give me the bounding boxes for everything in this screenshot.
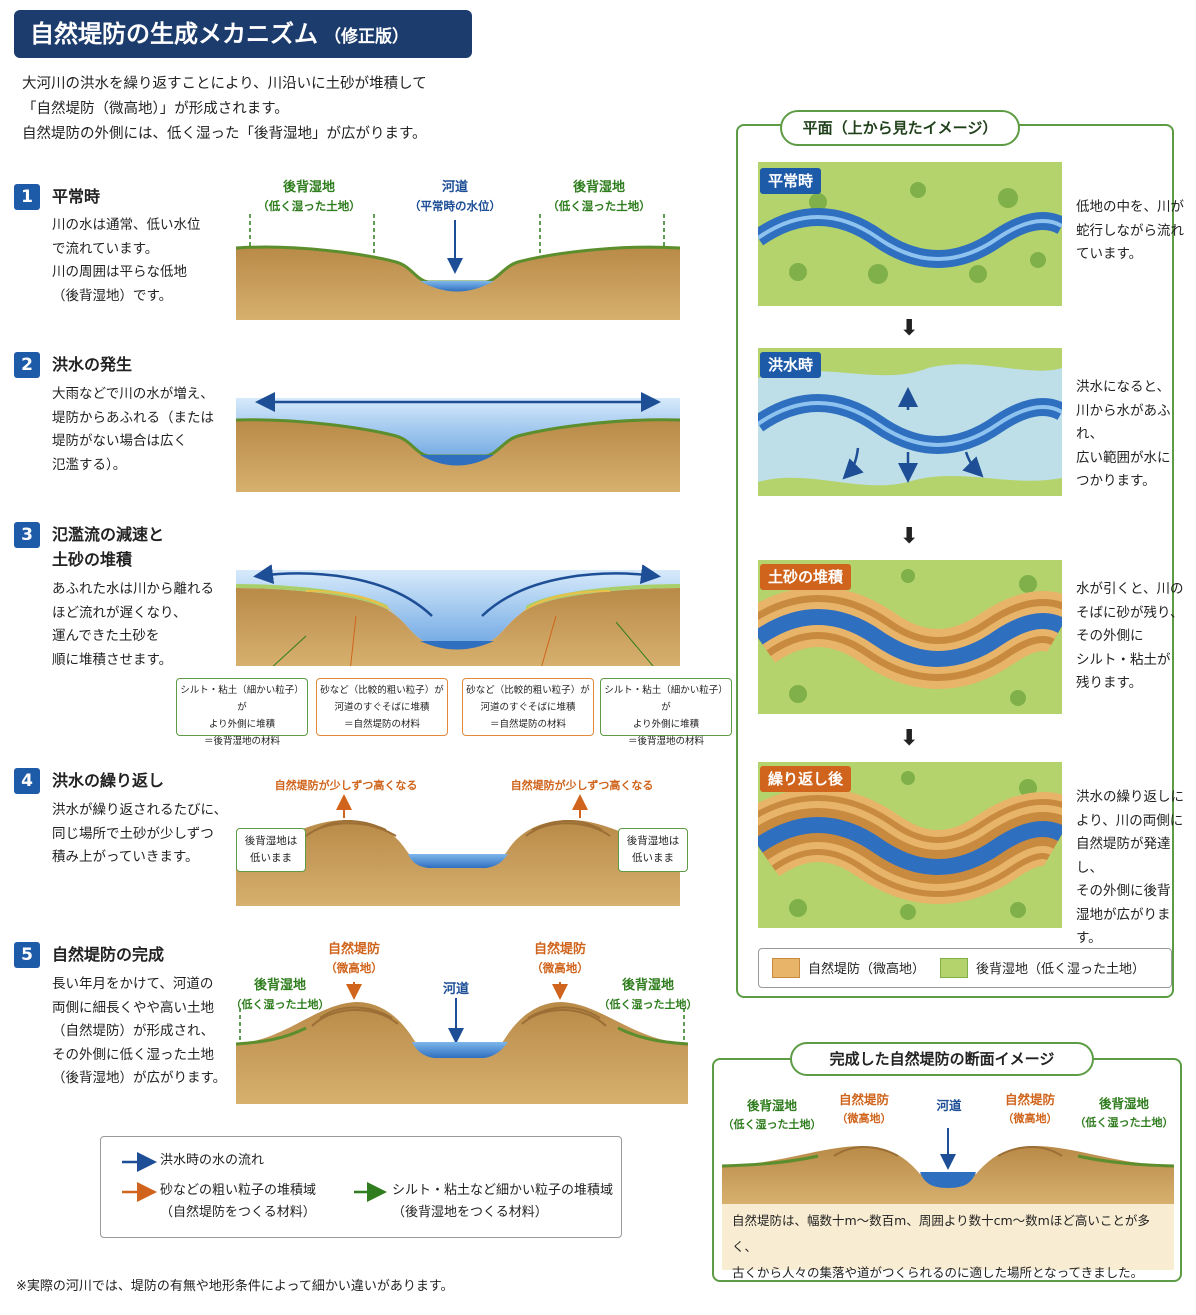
title-suffix: （修正版） xyxy=(324,27,409,47)
step-description: あふれた水は川から離れるほど流れが遅くなり、運んできた土砂を順に堆積させます。 xyxy=(52,581,214,668)
backmarsh-label: 後背湿地（低く湿った土地） xyxy=(598,978,698,1011)
river-label: 河道 xyxy=(936,1098,962,1113)
section-cross-section xyxy=(722,1128,1174,1204)
map-description: 水が引くと、川のそばに砂が残り、その外側にシルト・粘土が残ります。 xyxy=(1076,581,1184,691)
section-title: 完成した自然堤防の断面イメージ xyxy=(790,1042,1094,1076)
deposit-note: 砂など（比較的粗い粒子）が河道のすぐそばに堆積＝自然堤防の材料 xyxy=(462,678,594,736)
section-description: 自然堤防は、幅数十m〜数百m、周囲より数十cm〜数mほど高いことが多く、古くから… xyxy=(722,1204,1174,1280)
plan-view-title: 平面（上から見たイメージ） xyxy=(780,110,1020,146)
levee-rise-label: 自然堤防が少しずつ高くなる xyxy=(274,779,418,792)
intro-line: 大河川の洪水を繰り返すことにより、川沿いに土砂が堆積して xyxy=(22,76,427,92)
down-arrow-icon: ⬇ xyxy=(900,316,919,341)
river-label: 河道（平常時の水位） xyxy=(409,180,501,213)
map-description: 洪水の繰り返しにより、川の両側に自然堤防が発達し、その外側に後背湿地が広がります… xyxy=(1076,789,1184,946)
cross-section-complete xyxy=(236,982,688,1104)
step-number: 2 xyxy=(14,352,40,378)
map-tag: 土砂の堆積 xyxy=(760,564,852,590)
marsh-swatch xyxy=(940,958,968,978)
backmarsh-label: 後背湿地（低く湿った土地） xyxy=(722,1098,822,1131)
deposit-note: シルト・粘土（細かい粒子）がより外側に堆積＝後背湿地の材料 xyxy=(176,678,308,747)
backmarsh-label: 後背湿地（低く湿った土地） xyxy=(1074,1096,1174,1129)
levee-label: 自然堤防（微高地） xyxy=(531,942,589,975)
intro-line: 自然堤防の外側には、低く湿った「後背湿地」が広がります。 xyxy=(22,126,427,142)
down-arrow-icon: ⬇ xyxy=(900,726,919,751)
cross-section-flood xyxy=(236,392,680,492)
levee-swatch xyxy=(772,958,800,978)
backmarsh-label: 後背湿地（低く湿った土地） xyxy=(230,978,330,1011)
backmarsh-label: 後背湿地（低く湿った土地） xyxy=(547,180,651,213)
cross-section-repeat xyxy=(236,794,680,906)
map-description: 低地の中を、川が蛇行しながら流れています。 xyxy=(1076,199,1184,262)
levee-label: 自然堤防（微高地） xyxy=(1002,1092,1058,1125)
step-description: 川の水は通常、低い水位で流れています。川の周囲は平らな低地（後背湿地）です。 xyxy=(52,217,201,304)
map-tag: 平常時 xyxy=(760,168,822,194)
marsh-low-note: 後背湿地は低いまま xyxy=(618,828,688,872)
plan-map-after xyxy=(758,762,1062,928)
step-number: 1 xyxy=(14,184,40,210)
intro-text: 大河川の洪水を繰り返すことにより、川沿いに土砂が堆積して 「自然堤防（微高地）」… xyxy=(22,72,427,147)
step-number: 3 xyxy=(14,522,40,548)
legend xyxy=(100,1136,622,1238)
map-tag: 繰り返し後 xyxy=(760,766,852,792)
step-title: 平常時 xyxy=(52,187,101,206)
step-number: 4 xyxy=(14,768,40,794)
legend-green-label: シルト・粘土など細かい粒子の堆積域（後背湿地をつくる材料） xyxy=(392,1183,614,1220)
plan-map-deposit xyxy=(758,560,1062,714)
step-description: 長い年月をかけて、河道の両側に細長くやや高い土地（自然堤防）が形成され、その外側… xyxy=(52,976,227,1086)
down-arrow-icon: ⬇ xyxy=(900,524,919,549)
legend-blue-label: 洪水時の水の流れ xyxy=(160,1153,265,1168)
step-title: 氾濫流の減速と土砂の堆積 xyxy=(52,525,165,569)
backmarsh-label: 後背湿地（低く湿った土地） xyxy=(257,180,361,213)
map-tag: 洪水時 xyxy=(760,352,822,378)
cross-section-normal xyxy=(236,214,680,320)
river-label: 河道 xyxy=(442,982,469,997)
legend-orange-label: 砂などの粗い粒子の堆積域（自然堤防をつくる材料） xyxy=(160,1183,317,1220)
levee-label: 自然堤防（微高地） xyxy=(836,1092,892,1125)
cross-section-deposition xyxy=(236,564,680,666)
step-title: 自然堤防の完成 xyxy=(52,945,165,964)
levee-rise-label: 自然堤防が少しずつ高くなる xyxy=(510,779,654,792)
deposit-note: シルト・粘土（細かい粒子）がより外側に堆積＝後背湿地の材料 xyxy=(600,678,732,747)
page-title: 自然堤防の生成メカニズム（修正版） xyxy=(14,10,472,58)
plan-legend xyxy=(758,948,1172,988)
marsh-legend-label: 後背湿地（低く湿った土地） xyxy=(976,962,1146,977)
step-number: 5 xyxy=(14,942,40,968)
map-description: 洪水になると、川から水があふれ、広い範囲が水につかります。 xyxy=(1076,379,1171,489)
levee-legend-label: 自然堤防（微高地） xyxy=(808,962,926,977)
intro-line: 「自然堤防（微高地）」が形成されます。 xyxy=(22,101,289,117)
legend-symbols xyxy=(122,1152,157,1202)
deposit-note: 砂など（比較的粗い粒子）が河道のすぐそばに堆積＝自然堤防の材料 xyxy=(316,678,448,736)
step-description: 大雨などで川の水が増え、堤防からあふれる（または堤防がない場合は広く氾濫する）。 xyxy=(52,386,214,473)
plan-map-flood xyxy=(758,348,1062,496)
step-title: 洪水の繰り返し xyxy=(52,771,165,790)
step-title: 洪水の発生 xyxy=(52,355,133,374)
step-description: 洪水が繰り返されるたびに、同じ場所で土砂が少しずつ積み上がっていきます。 xyxy=(52,802,228,865)
footnote: ※実際の河川では、堤防の有無や地形条件によって細かい違いがあります。 xyxy=(16,1279,454,1294)
marsh-low-note: 後背湿地は低いまま xyxy=(236,828,306,872)
levee-label: 自然堤防（微高地） xyxy=(325,942,383,975)
legend-green-arrow xyxy=(354,1182,387,1202)
